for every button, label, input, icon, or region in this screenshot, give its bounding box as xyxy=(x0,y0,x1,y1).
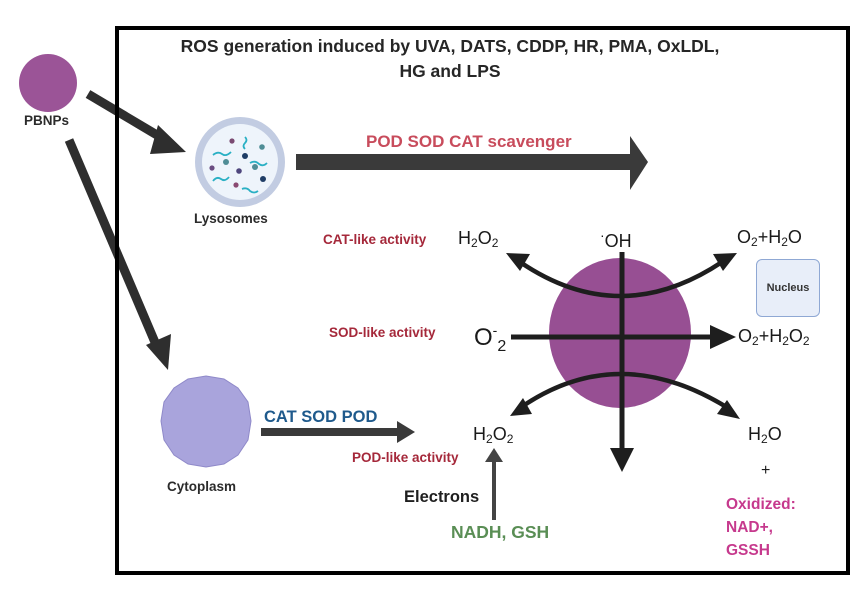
arrow-pbnp-to-cytoplasm xyxy=(64,138,171,370)
cytoplasm-enzymes-label: CAT SOD POD xyxy=(264,408,378,426)
arrow-electrons xyxy=(485,448,503,520)
arrow-pod-left-head xyxy=(510,398,532,416)
pod-product-h2o: H2O xyxy=(748,424,782,446)
hydroxyl-radical: ·OH xyxy=(600,227,632,251)
arrow-pbnp-to-lysosome xyxy=(85,90,186,154)
lysosome-label: Lysosomes xyxy=(194,211,268,226)
scavenger-label: POD SOD CAT scavenger xyxy=(366,132,572,151)
arrow-pod-right-head xyxy=(717,400,740,419)
arrow-cat-left-head xyxy=(506,253,530,271)
nucleus-box: Nucleus xyxy=(756,259,820,317)
cell-frame xyxy=(115,26,850,575)
arrow-cytoplasm-enzymes xyxy=(261,421,415,443)
sod-activity-label: SOD-like activity xyxy=(329,325,436,340)
electron-donors-label: NADH, GSH xyxy=(451,522,550,542)
superoxide: O-2 xyxy=(474,322,507,355)
cat-activity-label: CAT-like activity xyxy=(323,232,427,247)
cytoplasm-label: Cytoplasm xyxy=(167,479,237,494)
pbnp-label: PBNPs xyxy=(24,113,70,128)
pod-activity-label: POD-like activity xyxy=(352,450,459,465)
plus-sign: + xyxy=(761,462,771,479)
sod-product: O2+H2O2 xyxy=(738,326,810,348)
arrow-cat-right-head xyxy=(713,253,737,271)
lysosome-icon xyxy=(195,117,285,207)
arrow-pod-curve xyxy=(518,371,730,410)
arrow-sod xyxy=(511,325,736,349)
oxidized-products: Oxidized: NAD+, GSSH xyxy=(726,496,796,559)
cat-substrate-h2o2: H2O2 xyxy=(458,228,499,250)
pbnp-particle xyxy=(19,54,77,112)
cat-product: O2+H2O xyxy=(737,227,802,249)
electrons-label: Electrons xyxy=(404,488,480,506)
pod-substrate-h2o2: H2O2 xyxy=(473,424,514,446)
diagram-title: ROS generation induced by UVA, DATS, CDD… xyxy=(180,36,720,81)
arrow-cat-curve xyxy=(518,260,724,299)
arrow-hydroxyl xyxy=(610,252,634,472)
scavenger-arrow xyxy=(296,136,648,190)
cytoplasm-icon xyxy=(160,375,252,468)
